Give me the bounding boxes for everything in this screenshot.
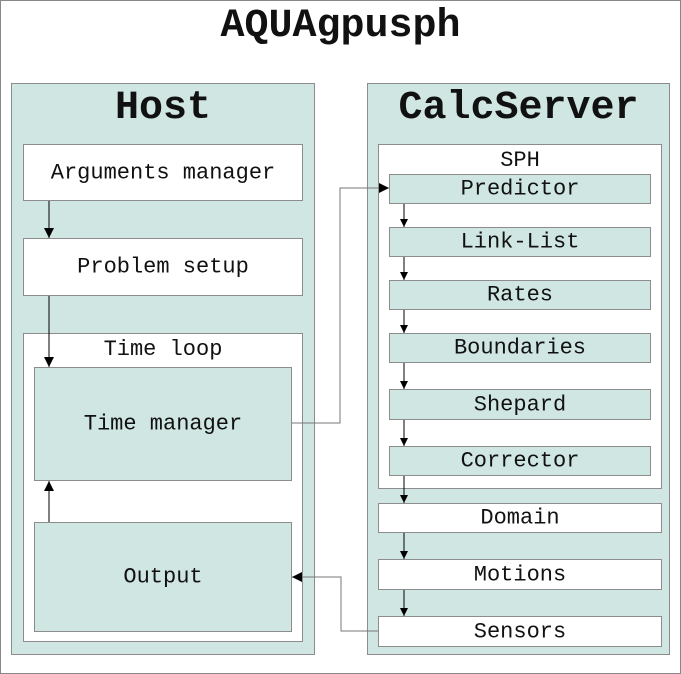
problem-setup-box: Problem setup — [23, 238, 303, 296]
sph-step-boundaries: Boundaries — [389, 333, 651, 363]
domain-label: Domain — [480, 505, 560, 531]
sph-step-label: Shepard — [473, 392, 567, 417]
sph-step-link-list: Link-List — [389, 227, 651, 257]
host-title: Host — [114, 86, 211, 131]
sph-step-shepard: Shepard — [389, 389, 651, 420]
motions-box: Motions — [378, 559, 662, 590]
sph-step-label: Corrector — [460, 448, 580, 474]
time-manager-label: Time manager — [83, 411, 243, 437]
diagram-title: AQUAgpusph — [220, 4, 461, 49]
output-label: Output — [123, 564, 203, 590]
sph-step-predictor: Predictor — [389, 174, 651, 204]
sensors-box: Sensors — [378, 616, 662, 647]
sph-step-label: Rates — [486, 282, 553, 308]
sph-step-label: Predictor — [460, 176, 580, 202]
domain-box: Domain — [378, 503, 662, 533]
arguments-manager-box: Arguments manager — [23, 144, 303, 201]
arguments-manager-label: Arguments manager — [50, 160, 276, 185]
sensors-label: Sensors — [473, 619, 567, 644]
sph-label: SPH — [500, 148, 540, 173]
time-loop-label: Time loop — [103, 337, 223, 362]
sph-step-rates: Rates — [389, 280, 651, 310]
output-box: Output — [34, 522, 292, 632]
sph-step-label: Boundaries — [453, 335, 587, 361]
problem-setup-label: Problem setup — [77, 254, 249, 280]
calcserver-title: CalcServer — [398, 86, 639, 131]
time-manager-box: Time manager — [34, 367, 292, 481]
motions-label: Motions — [473, 562, 567, 587]
sph-step-label: Link-List — [460, 229, 580, 255]
sph-step-corrector: Corrector — [389, 446, 651, 476]
